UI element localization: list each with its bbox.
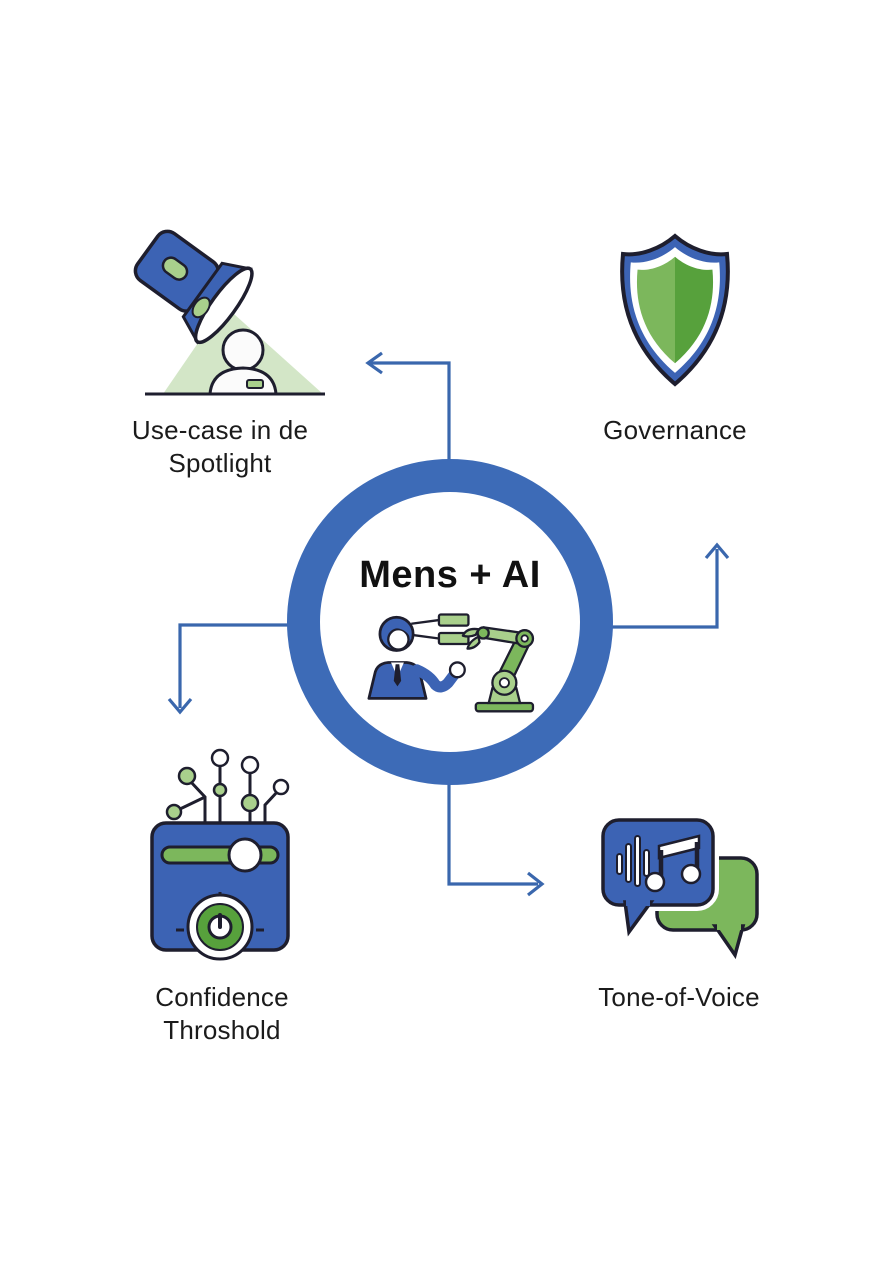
- node-use-case: [115, 222, 325, 407]
- arrowhead-left-icon: [365, 351, 383, 375]
- arrow-to-confidence: [178, 623, 288, 708]
- label-line: Tone-of-Voice: [598, 982, 760, 1012]
- human-and-robot-collaboration-icon: [367, 613, 535, 713]
- threshold-control-panel-icon: [150, 748, 290, 961]
- node-tone-of-voice: [595, 810, 765, 970]
- label-line: Use-case in de: [131, 415, 309, 445]
- arrowhead-up-icon: [704, 542, 730, 560]
- label-governance: Governance: [545, 414, 805, 447]
- chat-bubbles-music-note-icon: [597, 814, 759, 960]
- arrow-to-use-case: [368, 361, 451, 460]
- label-line: Spotlight: [168, 448, 272, 478]
- security-shield-icon: [620, 233, 730, 387]
- label-use-case: Use-case in de Spotlight: [60, 414, 380, 480]
- label-line: Confidence: [155, 982, 289, 1012]
- center-node: Mens + AI: [287, 459, 613, 785]
- label-line: Throshold: [163, 1015, 281, 1045]
- arrow-to-governance: [611, 549, 719, 629]
- label-tone-of-voice: Tone-of-Voice: [549, 981, 809, 1014]
- node-governance: [610, 230, 740, 390]
- arrowhead-down-icon: [167, 697, 193, 715]
- spotlight-on-person-icon: [133, 229, 325, 396]
- label-line: Governance: [603, 415, 747, 445]
- arrow-to-tone-of-voice: [447, 784, 538, 886]
- center-title: Mens + AI: [359, 554, 541, 596]
- label-confidence: Confidence Throshold: [62, 981, 382, 1047]
- arrowhead-right-icon: [527, 871, 545, 897]
- node-confidence: [140, 745, 300, 965]
